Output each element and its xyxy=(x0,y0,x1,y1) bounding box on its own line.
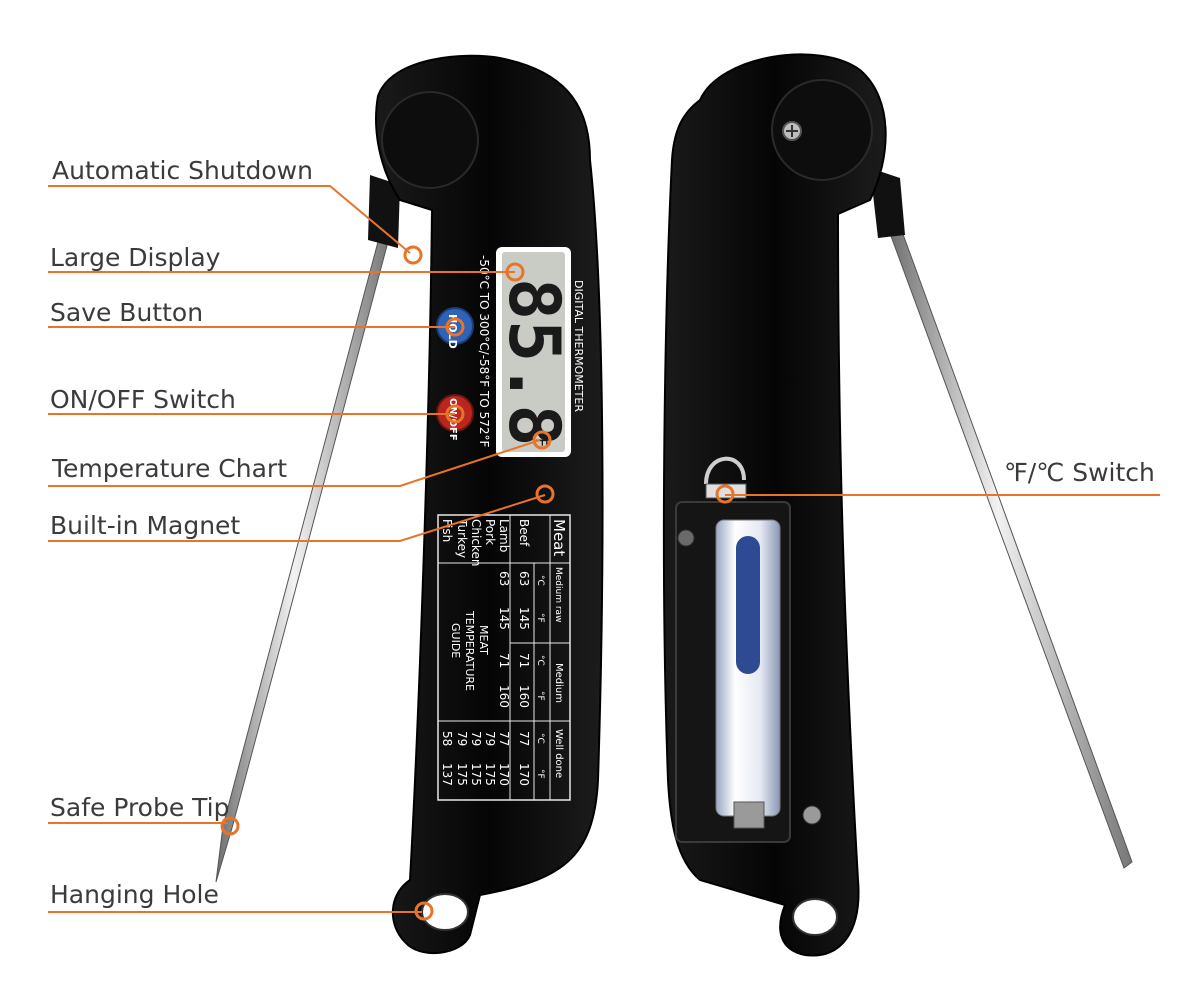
cell: 175 xyxy=(483,763,497,786)
unit-c: °C xyxy=(535,575,545,586)
hanging-hole xyxy=(792,898,838,936)
label-large-display: Large Display xyxy=(50,243,221,272)
cell: 71 xyxy=(517,653,531,668)
chart-row: Beef 63 145 71 160 77 170 xyxy=(517,519,531,786)
battery-label xyxy=(736,536,760,674)
col-well-done: Well done xyxy=(553,729,564,778)
col-medium-rare: Medium raw xyxy=(553,567,563,622)
hanging-hole xyxy=(421,893,469,931)
label-save-button: Save Button xyxy=(50,298,204,327)
guide-line3: GUIDE xyxy=(449,623,462,658)
head-disc xyxy=(771,79,873,181)
probe-rod xyxy=(887,225,1133,869)
chart-row: Turkey 79 175 xyxy=(455,518,469,786)
cell: 71 xyxy=(497,653,511,668)
onoff-label: ON/OFF xyxy=(447,398,458,441)
lcd-reading: 85.8 xyxy=(493,278,575,447)
head-disc xyxy=(381,91,479,189)
cell: 79 xyxy=(483,731,497,746)
lcd-screen xyxy=(502,252,565,452)
temperature-chart: Meat Medium raw Medium Well done °C °F °… xyxy=(437,514,571,801)
unit-f: °F xyxy=(535,769,545,779)
chart-row: Pork 79 175 xyxy=(483,519,497,786)
label-automatic-shutdown: Automatic Shutdown xyxy=(52,156,313,185)
guide-line1: MEAT xyxy=(477,625,490,655)
thermometer-body xyxy=(375,54,604,955)
cell: 63 xyxy=(517,571,531,586)
cell: 170 xyxy=(517,763,531,786)
label-hanging-hole: Hanging Hole xyxy=(50,880,219,909)
label-built-in-magnet: Built-in Magnet xyxy=(50,511,241,540)
unit-f: °F xyxy=(535,613,545,623)
cell: 160 xyxy=(497,685,511,708)
row-name: Chicken xyxy=(469,519,483,566)
row-name: Fish xyxy=(440,519,454,542)
unit-switch-clip xyxy=(704,456,746,485)
probe-rod xyxy=(215,237,390,883)
cell: 77 xyxy=(517,731,531,746)
cell: 79 xyxy=(455,731,469,746)
cell: 77 xyxy=(497,731,511,746)
label-temperature-chart: Temperature Chart xyxy=(52,454,288,483)
label-safe-probe-tip: Safe Probe Tip xyxy=(50,793,230,822)
chart-frame xyxy=(437,514,571,801)
right-thermometer xyxy=(662,53,1133,957)
cell: 175 xyxy=(469,763,483,786)
label-on-off-switch: ON/OFF Switch xyxy=(50,385,236,414)
cell: 170 xyxy=(497,763,511,786)
unit-f: °F xyxy=(535,691,545,701)
callout-markers xyxy=(220,245,735,921)
battery-spring xyxy=(733,801,765,829)
cell: 58 xyxy=(440,731,454,746)
cell: 63 xyxy=(497,571,511,586)
chart-row: Chicken 79 175 xyxy=(469,519,483,786)
chart-row: Fish 58 137 xyxy=(440,519,454,786)
unit-c: °C xyxy=(535,655,545,666)
brand-label: DIGITAL THERMOMETER xyxy=(572,280,585,412)
cell: 160 xyxy=(517,685,531,708)
guide-line2: TEMPERATURE xyxy=(463,610,476,691)
cell: 137 xyxy=(440,763,454,786)
screw-icon xyxy=(802,805,822,825)
col-medium: Medium xyxy=(553,663,564,703)
chart-row: Lamb 63 145 71 160 77 170 xyxy=(497,519,511,786)
row-name: Turkey xyxy=(455,518,469,558)
probe-hinge xyxy=(870,168,905,238)
range-label: -50°C TO 300°C/-58°F TO 572°F xyxy=(477,255,491,448)
row-name: Beef xyxy=(517,519,531,547)
row-name: Lamb xyxy=(497,519,511,552)
label-unit-switch: ℉/℃ Switch xyxy=(1004,458,1155,487)
callout-lines xyxy=(48,185,1160,913)
screw-icon xyxy=(677,529,695,547)
chart-title: Meat xyxy=(550,519,568,556)
left-thermometer: 85.8 °F DIGITAL THERMOMETER -50°C TO 300… xyxy=(215,54,604,955)
row-name: Pork xyxy=(483,519,497,545)
probe-hinge xyxy=(368,175,400,248)
unit-c: °C xyxy=(535,733,545,744)
cell: 145 xyxy=(517,607,531,630)
cell: 79 xyxy=(469,731,483,746)
cell: 175 xyxy=(455,763,469,786)
cell: 145 xyxy=(497,607,511,630)
